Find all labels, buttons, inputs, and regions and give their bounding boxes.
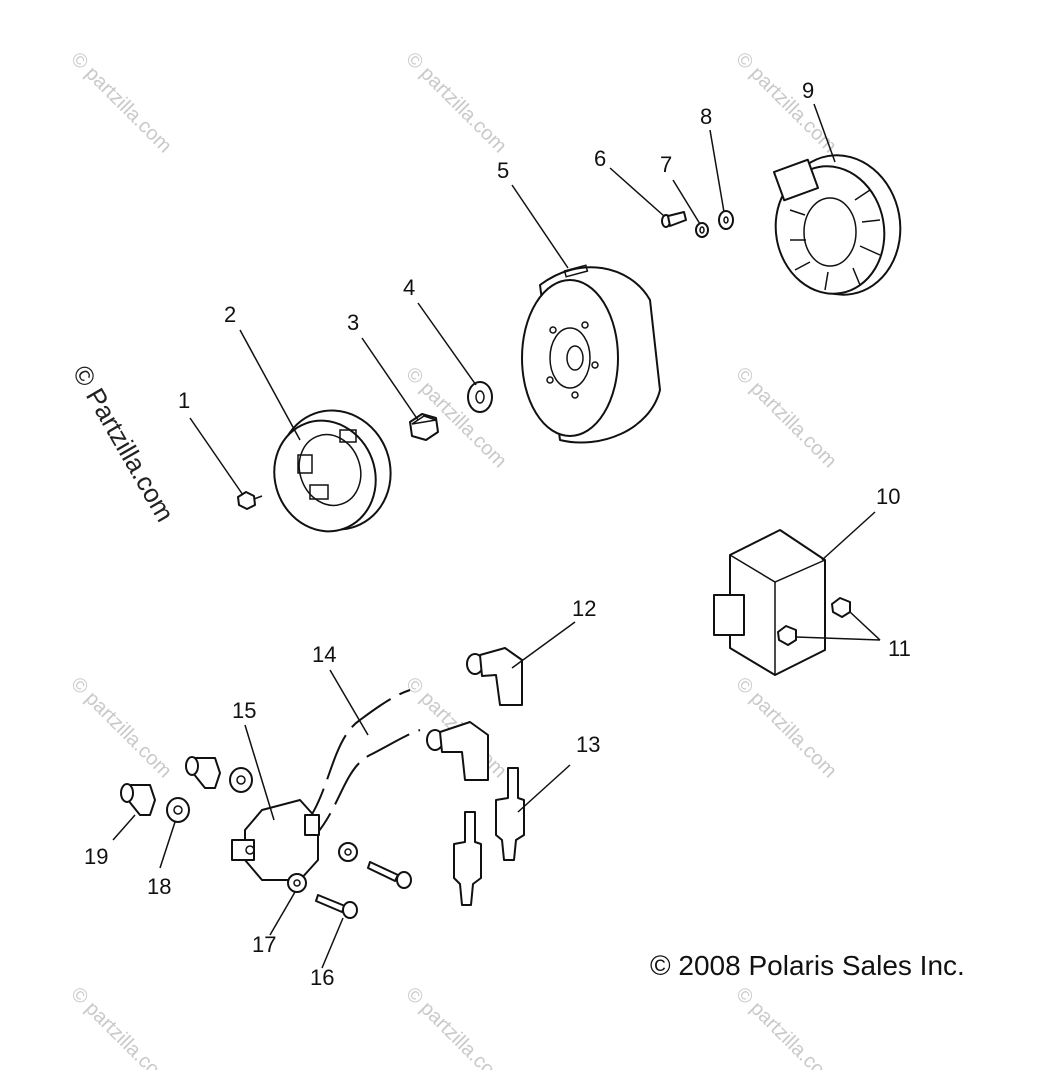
part-8-washer (718, 210, 734, 230)
watermark: © partzilla.com (66, 673, 175, 782)
watermark: © partzilla.com (731, 48, 840, 157)
callout-10: 10 (876, 484, 900, 509)
callout-14: 14 (312, 642, 336, 667)
callout-1: 1 (178, 388, 190, 413)
part-12-plug-cap-2 (426, 721, 489, 781)
callout-2: 2 (224, 302, 236, 327)
part-17-star-washers (287, 842, 358, 893)
callout-17: 17 (252, 932, 276, 957)
callout-4: 4 (403, 275, 415, 300)
part-14-wires (299, 689, 421, 851)
part-15-ignition-coil (231, 799, 320, 881)
callout-5: 5 (497, 158, 509, 183)
part-2-cover (273, 409, 392, 533)
part-6-screw (661, 211, 687, 228)
part-18-washers (166, 767, 253, 823)
callout-9: 9 (802, 78, 814, 103)
watermark: © partzilla.com (401, 983, 510, 1070)
part-4-washer (467, 381, 493, 413)
part-9-stator (772, 154, 902, 296)
part-13-spark-plugs (453, 767, 525, 906)
part-16-bolts (315, 861, 412, 919)
watermark: © partzilla.com (731, 983, 840, 1070)
callout-labels: 1 2 3 4 5 6 7 8 9 10 11 12 13 14 15 16 1… (84, 78, 911, 990)
part-19-grommets (120, 756, 221, 816)
callout-8: 8 (700, 104, 712, 129)
callout-3: 3 (347, 310, 359, 335)
watermarks: © partzilla.com © partzilla.com © partzi… (66, 48, 840, 1070)
callout-15: 15 (232, 698, 256, 723)
part-3-nut (409, 413, 439, 441)
callout-19: 19 (84, 844, 108, 869)
callout-11: 11 (888, 636, 911, 661)
copyright-notice: © 2008 Polaris Sales Inc. (650, 950, 965, 981)
watermark: © partzilla.com (731, 673, 840, 782)
callout-13: 13 (576, 732, 600, 757)
watermark: © partzilla.com (731, 363, 840, 472)
callout-18: 18 (147, 874, 171, 899)
callout-7: 7 (660, 152, 672, 177)
watermark: © partzilla.com (66, 983, 175, 1070)
callout-12: 12 (572, 596, 596, 621)
part-1-bolt (237, 491, 263, 510)
watermark-side: © Partzilla.com (67, 360, 181, 527)
callout-6: 6 (594, 146, 606, 171)
callout-16: 16 (310, 965, 334, 990)
leader-lines (112, 103, 881, 969)
part-10-cdi-box (713, 529, 826, 676)
part-7-lockwasher (695, 222, 709, 238)
watermark: © partzilla.com (401, 48, 510, 157)
watermark: © partzilla.com (66, 48, 175, 157)
part-5-flywheel (521, 264, 661, 444)
part-12-plug-cap (466, 647, 523, 706)
